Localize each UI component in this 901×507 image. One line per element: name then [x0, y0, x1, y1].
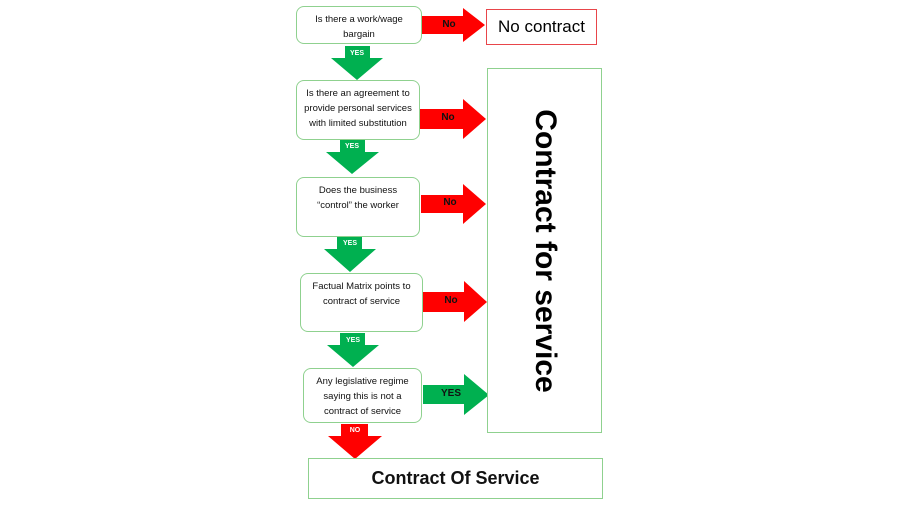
contract-for-service-box: Contract for service [487, 68, 602, 433]
question-text-1: Is there a work/wage bargain [315, 14, 403, 40]
question-text-4: Factual Matrix points to contract of ser… [312, 281, 411, 307]
side-arrow-label-5: YES [440, 388, 461, 399]
down-arrow-label-4: YES [345, 337, 360, 344]
question-box-1: Is there a work/wage bargain [296, 6, 422, 44]
down-arrow-label-5: NO [349, 427, 361, 434]
down-arrow-1 [331, 46, 383, 80]
down-arrow-label-1: YES [349, 50, 364, 57]
down-arrow-2 [326, 140, 379, 174]
down-arrow-5 [328, 424, 382, 459]
no-contract-label: No contract [498, 17, 585, 36]
question-text-3: Does the business “control” the worker [317, 185, 399, 211]
down-arrow-label-3: YES [342, 240, 357, 247]
side-arrow-2 [420, 99, 486, 139]
down-arrow-3 [324, 237, 376, 272]
question-box-5: Any legislative regime saying this is no… [303, 368, 422, 423]
side-arrow-label-1: No [442, 19, 456, 30]
side-arrow-3 [421, 184, 486, 224]
contract-of-service-box: Contract Of Service [308, 458, 603, 499]
side-arrow-5 [423, 374, 489, 415]
side-arrow-label-3: No [443, 197, 457, 208]
no-contract-box: No contract [486, 9, 597, 45]
contract-for-service-label: Contract for service [529, 109, 562, 393]
side-arrow-4 [423, 281, 487, 322]
question-box-4: Factual Matrix points to contract of ser… [300, 273, 423, 332]
side-arrow-label-2: No [441, 112, 455, 123]
question-text-5: Any legislative regime saying this is no… [316, 376, 409, 417]
question-text-2: Is there an agreement to provide persona… [304, 88, 412, 129]
side-arrow-1 [422, 8, 485, 42]
contract-of-service-label: Contract Of Service [371, 468, 540, 488]
down-arrow-4 [327, 333, 379, 367]
side-arrow-label-4: No [444, 295, 458, 306]
question-box-2: Is there an agreement to provide persona… [296, 80, 420, 140]
down-arrow-label-2: YES [344, 143, 359, 150]
question-box-3: Does the business “control” the worker [296, 177, 420, 237]
